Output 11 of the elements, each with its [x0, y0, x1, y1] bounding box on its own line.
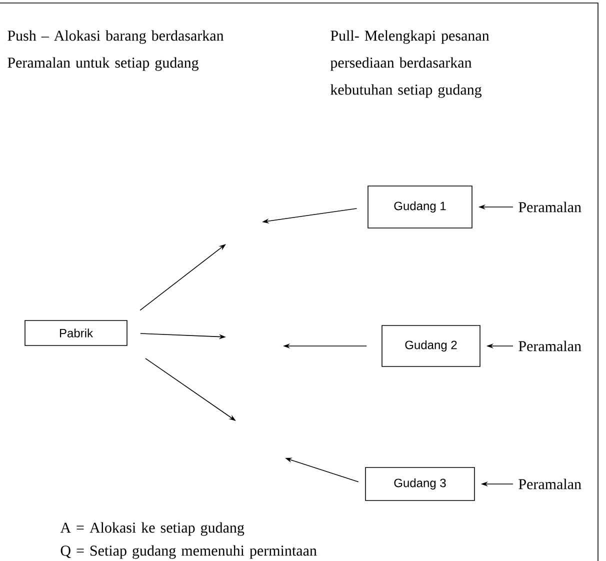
note-text: Q = Setiap gudang memenuhi permintaan — [60, 545, 317, 559]
input-label: Peramalan — [518, 478, 582, 490]
process-box: Gudang 3 — [365, 467, 475, 501]
input-label: Peramalan — [518, 202, 582, 212]
note-text: Push – Alokasi barang berdasarkan Peramalan untuk setiap gudang — [8, 30, 224, 71]
note-text: Pull- Melengkapi pesanan persediaan berdasarkan kebutuhan setiap gudang — [330, 30, 490, 98]
note-text: A = Alokasi ke setiap gudang — [60, 522, 244, 536]
process-box: Gudang 2 — [382, 325, 480, 367]
input-label: Peramalan — [518, 340, 582, 352]
process-box: Gudang 1 — [368, 186, 472, 228]
process-box: Pabrik — [24, 320, 128, 346]
